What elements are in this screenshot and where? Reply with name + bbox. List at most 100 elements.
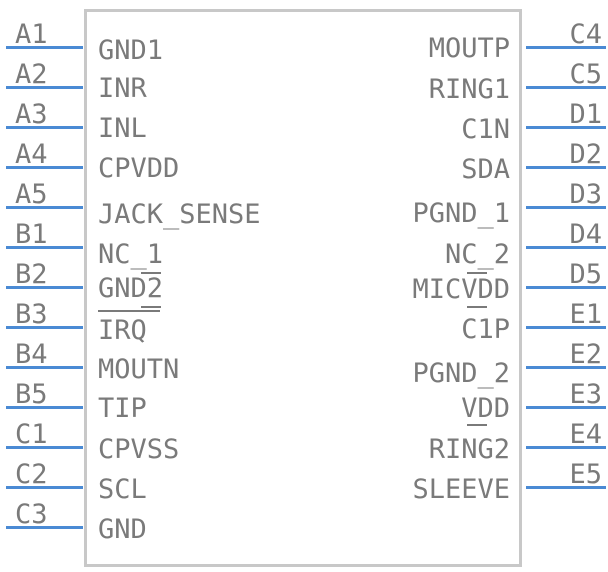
pin-label-c1n: C1N xyxy=(461,114,510,145)
pin-e4: E4 xyxy=(524,420,606,452)
pin-number: D2 xyxy=(569,139,602,170)
pin-number: D3 xyxy=(569,179,602,210)
pin-line xyxy=(526,366,606,369)
pin-line xyxy=(6,446,83,449)
pin-number: A1 xyxy=(15,19,48,50)
pin-b3: B3 xyxy=(3,300,83,332)
pin-label-moutp: MOUTP xyxy=(428,33,510,64)
pin-label-moutn: MOUTN xyxy=(98,354,180,385)
bar-gnd2 xyxy=(141,306,161,308)
pin-number: C1 xyxy=(15,419,48,450)
pin-label-tip: TIP xyxy=(98,393,147,424)
pin-number: C3 xyxy=(15,499,48,530)
pin-number: A5 xyxy=(15,179,48,210)
pin-e2: E2 xyxy=(524,340,606,372)
pin-line xyxy=(6,366,83,369)
pin-number: D5 xyxy=(569,259,602,290)
pin-line xyxy=(6,86,83,89)
pin-number: B2 xyxy=(15,259,48,290)
pin-line xyxy=(526,46,606,49)
pin-a3: A3 xyxy=(3,100,83,132)
pin-number: B4 xyxy=(15,339,48,370)
pin-label-inl: INL xyxy=(98,113,147,144)
pin-d5: D5 xyxy=(524,260,606,292)
pin-number: E5 xyxy=(569,459,602,490)
pin-line xyxy=(526,126,606,129)
pin-d4: D4 xyxy=(524,220,606,252)
pin-number: E4 xyxy=(569,419,602,450)
pin-number: A3 xyxy=(15,99,48,130)
pin-label-gnd1: GND1 xyxy=(98,35,164,66)
pin-line xyxy=(526,166,606,169)
pin-line xyxy=(526,206,606,209)
pin-label-c1p: C1P xyxy=(461,314,510,345)
pin-line xyxy=(6,46,83,49)
pin-line xyxy=(6,406,83,409)
pin-number: A4 xyxy=(15,139,48,170)
pin-number: E2 xyxy=(569,339,602,370)
pin-line xyxy=(6,246,83,249)
pin-label-jack-sense: JACK_SENSE xyxy=(98,199,261,230)
pin-line xyxy=(526,286,606,289)
bar-nc-1 xyxy=(141,272,161,274)
pin-label-nc-2: NC_2 xyxy=(444,239,510,270)
pin-line xyxy=(6,486,83,489)
bar-nc-2 xyxy=(467,272,487,274)
pin-label-gnd2: GND2 xyxy=(98,273,164,304)
pin-number: B3 xyxy=(15,299,48,330)
pin-label-nc-1: NC_1 xyxy=(98,239,164,270)
bar-vdd xyxy=(467,424,487,426)
pin-d1: D1 xyxy=(524,100,606,132)
pin-e5: E5 xyxy=(524,460,606,492)
pin-number: B1 xyxy=(15,219,48,250)
pin-number: B5 xyxy=(15,379,48,410)
pin-d2: D2 xyxy=(524,140,606,172)
pin-number: D4 xyxy=(569,219,602,250)
pin-b1: B1 xyxy=(3,220,83,252)
pin-label-micvdd: MICVDD xyxy=(412,274,510,305)
pin-label-irq: IRQ xyxy=(98,315,147,346)
pin-label-scl: SCL xyxy=(98,474,147,505)
pin-label-cpvdd: CPVDD xyxy=(98,153,180,184)
pin-c4: C4 xyxy=(524,20,606,52)
pin-number: D1 xyxy=(569,99,602,130)
pin-line xyxy=(526,406,606,409)
overbar-irq xyxy=(98,310,160,312)
pin-number: C2 xyxy=(15,459,48,490)
pin-e1: E1 xyxy=(524,300,606,332)
pin-b4: B4 xyxy=(3,340,83,372)
pin-label-sleeve: SLEEVE xyxy=(412,474,510,505)
pin-a2: A2 xyxy=(3,60,83,92)
pin-line xyxy=(6,526,83,529)
pin-c1: C1 xyxy=(3,420,83,452)
pin-line xyxy=(6,286,83,289)
pin-number: C4 xyxy=(569,19,602,50)
pin-line xyxy=(526,246,606,249)
pin-a1: A1 xyxy=(3,20,83,52)
pin-line xyxy=(526,326,606,329)
pin-line xyxy=(6,166,83,169)
pin-label-cpvss: CPVSS xyxy=(98,434,180,465)
pin-label-pgnd-1: PGND_1 xyxy=(412,198,510,229)
pin-a4: A4 xyxy=(3,140,83,172)
pin-number: C5 xyxy=(569,59,602,90)
pin-label-sda: SDA xyxy=(461,154,510,185)
pin-line xyxy=(526,446,606,449)
pin-a5: A5 xyxy=(3,180,83,212)
pin-number: E3 xyxy=(569,379,602,410)
pin-number: A2 xyxy=(15,59,48,90)
ic-body xyxy=(84,9,522,567)
pin-c2: C2 xyxy=(3,460,83,492)
pin-label-vdd: VDD xyxy=(461,393,510,424)
pin-line xyxy=(6,326,83,329)
pin-label-gnd: GND xyxy=(98,514,147,545)
pin-label-inr: INR xyxy=(98,73,147,104)
bar-micvdd xyxy=(467,306,487,308)
pin-e3: E3 xyxy=(524,380,606,412)
pin-b2: B2 xyxy=(3,260,83,292)
pin-line xyxy=(6,126,83,129)
pin-label-ring2: RING2 xyxy=(428,434,510,465)
pin-d3: D3 xyxy=(524,180,606,212)
pin-line xyxy=(526,86,606,89)
